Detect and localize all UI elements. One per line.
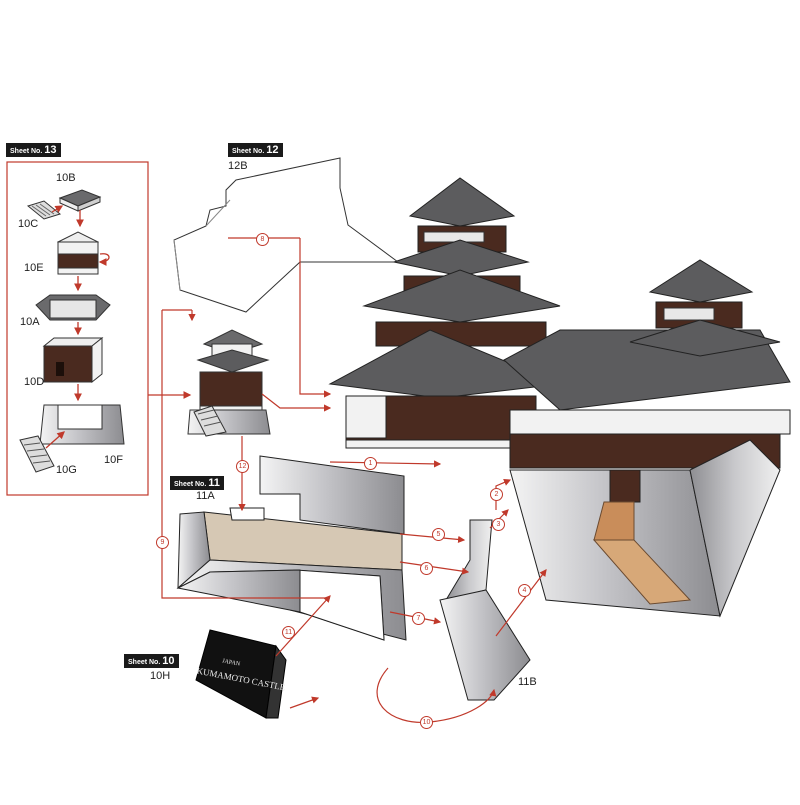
step-7: 7 <box>412 612 425 625</box>
part-label-10g: 10G <box>56 464 77 476</box>
part-label-12b: 12B <box>228 160 248 172</box>
part-label-10d: 10D <box>24 376 45 388</box>
sheet-prefix: Sheet No. <box>174 481 207 488</box>
step-4: 4 <box>518 584 531 597</box>
sheet-number: 10 <box>162 655 175 667</box>
part-label-10e: 10E <box>24 262 44 274</box>
part-10b-art <box>58 189 102 212</box>
sheet-number: 11 <box>208 477 220 489</box>
step-2: 2 <box>490 488 503 501</box>
sheet12-tag: Sheet No.12 <box>228 143 283 157</box>
sheet-prefix: Sheet No. <box>10 148 43 155</box>
step-5: 5 <box>432 528 445 541</box>
part-12b-art <box>173 157 400 313</box>
step-12: 12 <box>236 460 249 473</box>
castle-model-art <box>328 177 791 618</box>
sheet11-tag: Sheet No.11 <box>170 476 224 490</box>
sheet13-arrows <box>45 205 192 449</box>
sheet-prefix: Sheet No. <box>128 659 161 666</box>
step-10: 10 <box>420 716 433 729</box>
step-6: 6 <box>420 562 433 575</box>
part-10d-art <box>42 336 104 384</box>
part-10a-art <box>35 294 111 321</box>
part-label-10b: 10B <box>56 172 76 184</box>
part-10h-art <box>195 629 287 719</box>
part-label-11b: 11B <box>518 676 537 688</box>
step-3: 3 <box>492 518 505 531</box>
part-11b-art <box>439 519 531 701</box>
step-9: 9 <box>156 536 169 549</box>
part-10e-art <box>56 231 100 275</box>
part-10f-art <box>39 404 125 445</box>
assembly-arrows <box>161 237 547 723</box>
sheet13-tag: Sheet No.13 <box>6 143 61 157</box>
sheet-number: 12 <box>266 144 279 156</box>
part-10g-art <box>19 435 55 473</box>
part-label-11a: 11A <box>196 490 215 502</box>
sheet13-frame <box>6 161 149 496</box>
step-8: 8 <box>256 233 269 246</box>
part-label-10f: 10F <box>104 454 123 466</box>
part-label-10c: 10C <box>18 218 39 230</box>
sheet-number: 13 <box>44 144 57 156</box>
part-label-10a: 10A <box>20 316 40 328</box>
sheet10-tag: Sheet No.10 <box>124 654 179 668</box>
part-11a-art <box>176 455 407 641</box>
step-11: 11 <box>282 626 295 639</box>
part-10c-art <box>26 200 62 220</box>
small-tower-art <box>187 329 271 437</box>
sheet-prefix: Sheet No. <box>232 148 265 155</box>
part-label-10h: 10H <box>150 670 171 682</box>
step-1: 1 <box>364 457 377 470</box>
